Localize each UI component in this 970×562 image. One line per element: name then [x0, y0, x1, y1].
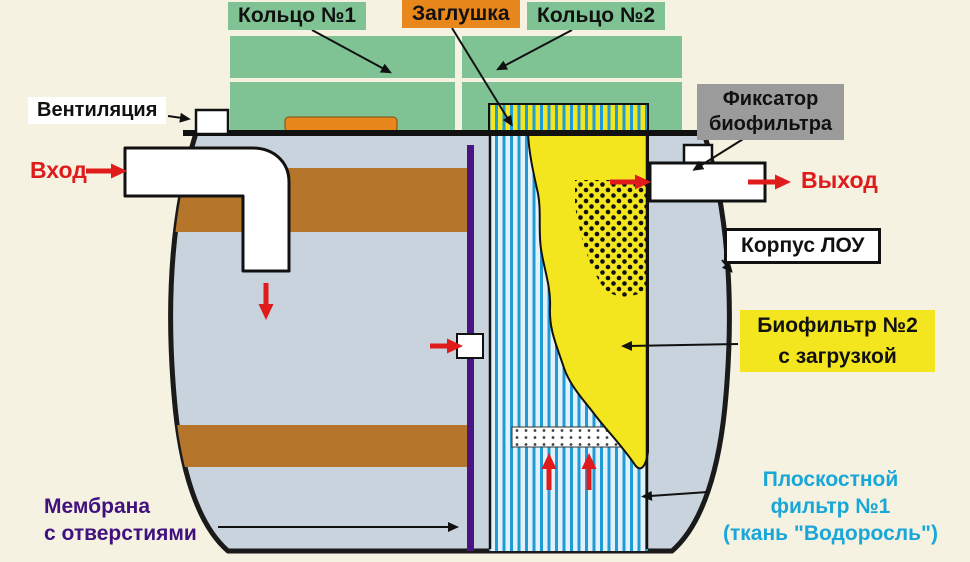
flow-arrows: [86, 163, 791, 490]
flat-filter-leader: [641, 490, 709, 501]
inlet-pipe: [123, 146, 291, 273]
label-body: Корпус ЛОУ: [724, 228, 882, 264]
label-flat-filter: Плоскостной фильтр №1 (ткань "Водоросль"…: [698, 466, 963, 547]
membrane-port: [456, 333, 484, 359]
label-biofilter-line2: с загрузкой: [771, 344, 904, 369]
leader-lines: [167, 27, 749, 532]
label-fixator-line2: биофильтра: [709, 113, 833, 135]
cassette-top: [488, 103, 649, 135]
label-flat-filter-line1: Плоскостной: [762, 468, 899, 491]
vent-pipe: [194, 108, 230, 136]
label-membrane-line2: с отверстиями: [44, 522, 197, 545]
label-fixator-line1: Фиксатор: [722, 88, 819, 110]
label-ring2: Кольцо №2: [527, 2, 666, 30]
label-biofilter: Биофильтр №2 с загрузкой: [740, 310, 935, 372]
label-membrane-line1: Мембрана: [44, 495, 150, 518]
label-outlet: Выход: [801, 167, 878, 193]
label-ring1: Кольцо №1: [228, 2, 367, 30]
biofilter-media-dots: [575, 180, 648, 297]
biofilter-leader: [621, 340, 739, 351]
label-vent: Вентиляция: [28, 97, 167, 124]
sediment-layer: [170, 425, 470, 467]
vent-leader: [167, 112, 191, 123]
label-flat-filter-line3: (ткань "Водоросль"): [723, 522, 938, 545]
ring2-upper: [462, 36, 682, 78]
outlet-pipe: [648, 161, 767, 203]
plug-leader: [451, 27, 513, 127]
fixator-leader: [692, 135, 749, 171]
label-inlet: Вход: [30, 157, 87, 183]
label-flat-filter-line2: фильтр №1: [770, 495, 891, 518]
label-membrane: Мембрана с отверстиями: [44, 493, 197, 547]
label-plug: Заглушка: [402, 0, 520, 28]
ring2-leader: [496, 29, 573, 71]
label-biofilter-line1: Биофильтр №2: [750, 313, 925, 338]
ring1-upper: [230, 36, 455, 78]
perforated-plate: [511, 426, 635, 448]
ring1-leader: [311, 29, 392, 74]
plug-bar: [284, 116, 398, 133]
label-fixator: Фиксатор биофильтра: [697, 84, 845, 140]
